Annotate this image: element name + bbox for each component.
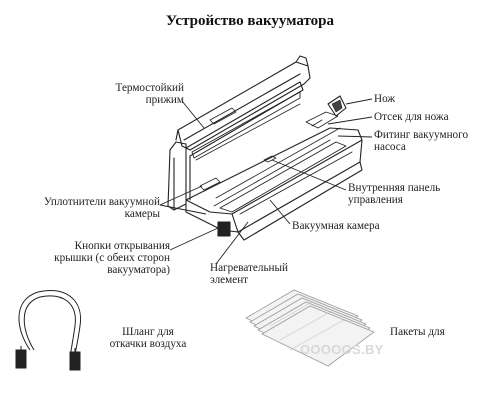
label-vacuum-chamber-seals: Уплотнители вакуумной камеры — [43, 196, 160, 220]
bags-drawing — [245, 289, 375, 367]
leader-heating — [215, 221, 249, 265]
label-knife: Нож — [374, 93, 396, 105]
label-air-hose: Шланг для откачки воздуха — [109, 326, 187, 350]
lid-drawing — [175, 55, 311, 201]
leader-seals-2 — [159, 204, 207, 215]
hose-drawing — [15, 290, 82, 371]
leader-clamp — [181, 100, 205, 129]
label-vacuum-chamber: Вакуумная камера — [292, 220, 380, 232]
lid-button-drawing — [217, 221, 231, 237]
label-heat-resistant-clamp: Термостойкий прижим — [115, 82, 184, 106]
label-knife-compartment: Отсек для ножа — [374, 111, 449, 123]
base-drawing — [185, 111, 363, 241]
label-heating-element: Нагревательный элемент — [210, 262, 289, 286]
leader-lid-buttons — [169, 227, 219, 251]
leader-vacuum-chamber — [269, 199, 291, 225]
knife-drawing — [327, 95, 347, 117]
label-inner-control-panel: Внутренняя панель управления — [348, 182, 441, 206]
watermark-text: OOOOOS.BY — [300, 342, 384, 357]
leader-knife — [345, 98, 373, 105]
leader-knife-compartment — [327, 116, 373, 125]
label-lid-open-buttons: Кнопки открывания крышки (с обеих сторон… — [54, 240, 170, 276]
leader-pump-fitting — [337, 135, 373, 138]
label-bags: Пакеты для — [390, 326, 445, 338]
leader-seals — [159, 185, 203, 206]
leader-inner-panel — [271, 159, 347, 191]
label-vacuum-pump-fitting: Фитинг вакуумного насоса — [374, 129, 469, 153]
page-title: Устройство вакууматора — [166, 13, 334, 29]
